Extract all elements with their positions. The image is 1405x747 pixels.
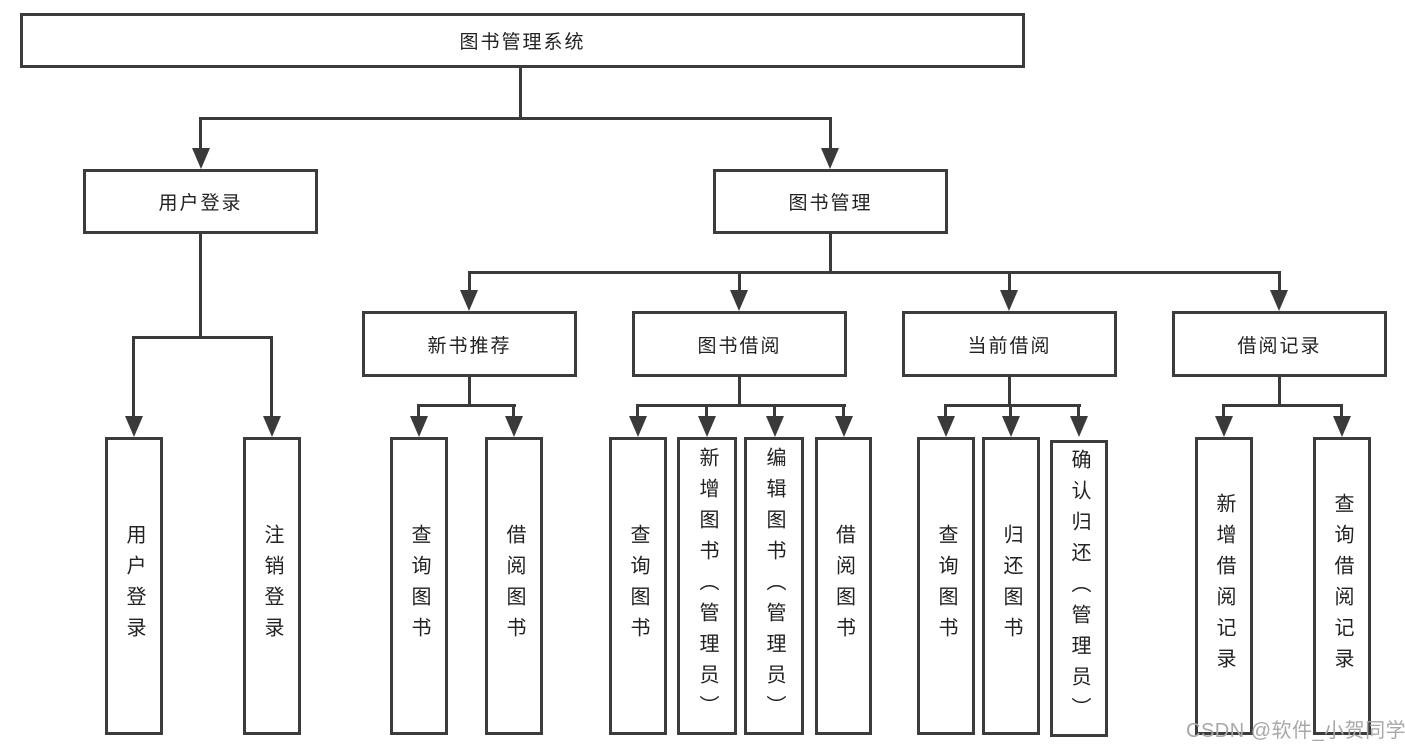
- edge-line: [636, 404, 846, 407]
- edge-line: [705, 404, 708, 420]
- edge-arrowhead-icon: [410, 416, 428, 437]
- edge-line: [417, 404, 516, 407]
- edge-line: [1009, 404, 1012, 420]
- edge-line: [1222, 404, 1225, 420]
- edge-arrowhead-icon: [1000, 290, 1018, 311]
- edge-line: [636, 404, 639, 420]
- node-book-borrow: 图书借阅: [632, 311, 847, 377]
- edge-arrowhead-icon: [937, 416, 955, 437]
- leaf-confirm-return-admin: 确认归还（管理员）: [1050, 440, 1108, 737]
- leaf-query-books-2: 查询图书: [609, 437, 667, 735]
- node-book-management: 图书管理: [713, 169, 948, 234]
- edge-line: [512, 404, 515, 420]
- edge-line: [132, 336, 273, 339]
- edge-line: [132, 336, 135, 420]
- edge-line: [417, 404, 420, 420]
- leaf-query-books-3: 查询图书: [917, 437, 975, 735]
- edge-line: [1222, 404, 1343, 407]
- edge-arrowhead-icon: [698, 416, 716, 437]
- edge-arrowhead-icon: [460, 290, 478, 311]
- edge-arrowhead-icon: [1002, 416, 1020, 437]
- leaf-logout: 注销登录: [243, 437, 301, 735]
- edge-arrowhead-icon: [1270, 290, 1288, 311]
- leaf-query-borrow-record: 查询借阅记录: [1313, 437, 1371, 735]
- edge-line: [199, 234, 202, 339]
- edge-line: [468, 377, 471, 407]
- leaf-label: 查询图书: [627, 524, 649, 648]
- node-current-borrow: 当前借阅: [902, 311, 1117, 377]
- edge-line: [1008, 271, 1011, 294]
- node-user-login: 用户登录: [83, 169, 318, 234]
- csdn-watermark: CSDN @软件_小贺同学: [1186, 720, 1405, 742]
- leaf-label: 用户登录: [123, 524, 145, 648]
- edge-line: [1077, 404, 1080, 420]
- edge-line: [738, 271, 741, 294]
- edge-line: [829, 234, 832, 274]
- edge-line: [1340, 404, 1343, 420]
- edge-line: [944, 404, 1081, 407]
- edge-arrowhead-icon: [263, 416, 281, 437]
- edge-line: [944, 404, 947, 420]
- leaf-add-books-admin: 新增图书（管理员）: [677, 437, 737, 735]
- leaf-return-books: 归还图书: [982, 437, 1040, 735]
- edge-line: [468, 271, 471, 294]
- leaf-label: 借阅图书: [503, 524, 525, 648]
- node-new-book-recommend: 新书推荐: [362, 311, 577, 377]
- leaf-label: 确认归还（管理员）: [1068, 449, 1090, 728]
- edge-line: [519, 68, 522, 120]
- leaf-label: 新增图书（管理员）: [696, 446, 718, 726]
- leaf-label: 查询借阅记录: [1331, 493, 1353, 679]
- edge-line: [199, 117, 832, 120]
- edge-arrowhead-icon: [835, 416, 853, 437]
- edge-arrowhead-icon: [192, 148, 210, 169]
- leaf-label: 编辑图书（管理员）: [763, 446, 785, 726]
- edge-arrowhead-icon: [821, 148, 839, 169]
- edge-line: [270, 336, 273, 420]
- leaf-label: 注销登录: [261, 524, 283, 648]
- leaf-borrow-books-2: 借阅图书: [815, 437, 872, 735]
- edge-line: [1008, 377, 1011, 407]
- node-root: 图书管理系统: [20, 13, 1025, 68]
- edge-line: [773, 404, 776, 420]
- edge-line: [199, 117, 202, 152]
- edge-arrowhead-icon: [730, 290, 748, 311]
- leaf-user-login: 用户登录: [105, 437, 163, 735]
- edge-arrowhead-icon: [766, 416, 784, 437]
- leaf-label: 新增借阅记录: [1213, 493, 1235, 679]
- leaf-label: 归还图书: [1000, 524, 1022, 648]
- edge-line: [1278, 377, 1281, 407]
- leaf-label: 借阅图书: [832, 524, 855, 648]
- edge-arrowhead-icon: [1070, 416, 1088, 437]
- edge-arrowhead-icon: [1215, 416, 1233, 437]
- edge-arrowhead-icon: [125, 416, 143, 437]
- leaf-label: 查询图书: [408, 524, 430, 648]
- edge-line: [738, 377, 741, 407]
- leaf-edit-books-admin: 编辑图书（管理员）: [744, 437, 804, 735]
- edge-line: [468, 271, 1281, 274]
- edge-arrowhead-icon: [505, 416, 523, 437]
- leaf-borrow-books-1: 借阅图书: [485, 437, 543, 735]
- leaf-query-books-1: 查询图书: [390, 437, 448, 735]
- edge-line: [1278, 271, 1281, 294]
- node-borrow-records: 借阅记录: [1172, 311, 1387, 377]
- edge-line: [842, 404, 845, 420]
- leaf-add-borrow-record: 新增借阅记录: [1195, 437, 1253, 735]
- edge-arrowhead-icon: [1333, 416, 1351, 437]
- leaf-label: 查询图书: [935, 524, 957, 648]
- edge-arrowhead-icon: [629, 416, 647, 437]
- edge-line: [829, 117, 832, 152]
